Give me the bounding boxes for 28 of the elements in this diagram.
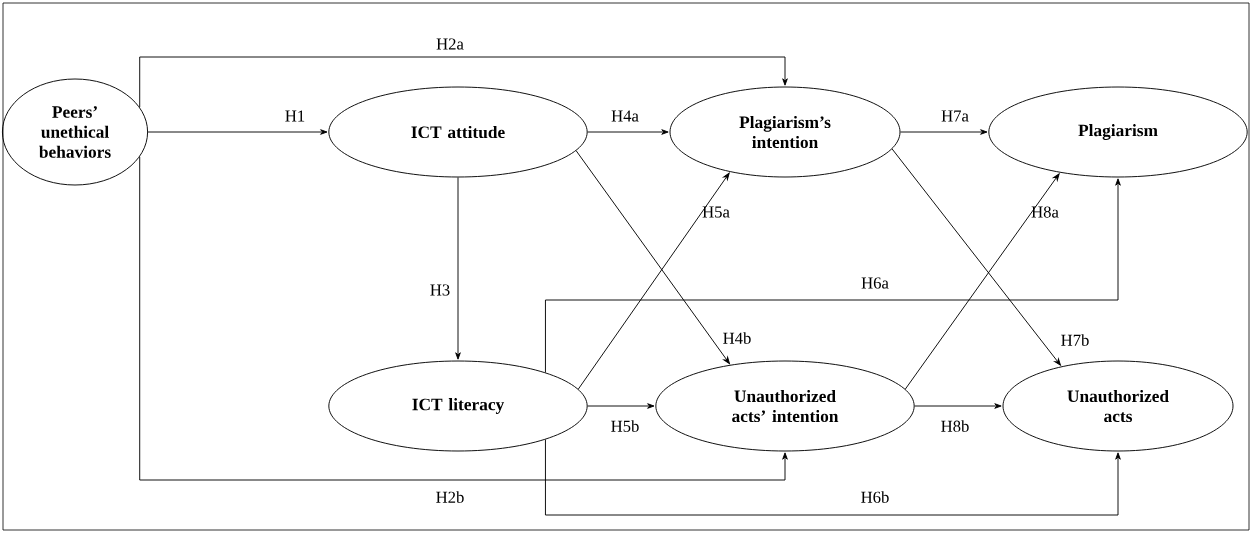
edge-label: H7b — [1061, 334, 1089, 346]
edge-label: H7a — [941, 110, 969, 122]
arrow — [900, 129, 988, 135]
arrow — [575, 150, 730, 365]
arrow — [587, 129, 669, 135]
edge-label: H2b — [436, 491, 464, 503]
edge-label: H1 — [285, 110, 305, 122]
edge-label: H6b — [861, 491, 889, 503]
arrow — [587, 403, 655, 409]
edge-label: H6a — [861, 277, 889, 289]
edge-label: H5b — [611, 420, 639, 432]
edge-label: H5a — [702, 206, 730, 218]
edge-label: H2a — [436, 38, 464, 50]
arrow — [455, 177, 461, 360]
arrow — [139, 156, 788, 481]
arrow — [139, 56, 788, 108]
arrow — [914, 403, 1002, 409]
arrow — [545, 178, 1121, 373]
edge-label: H8b — [941, 420, 969, 432]
arrow — [577, 172, 730, 390]
arrow — [904, 173, 1060, 390]
edge-label: H3 — [430, 284, 450, 296]
arrow — [891, 148, 1062, 366]
arrow — [545, 439, 1121, 516]
edge-label: H8a — [1031, 206, 1059, 218]
edge-label: H4b — [723, 332, 751, 344]
edge-label: H4a — [611, 110, 639, 122]
arrow — [147, 129, 328, 135]
